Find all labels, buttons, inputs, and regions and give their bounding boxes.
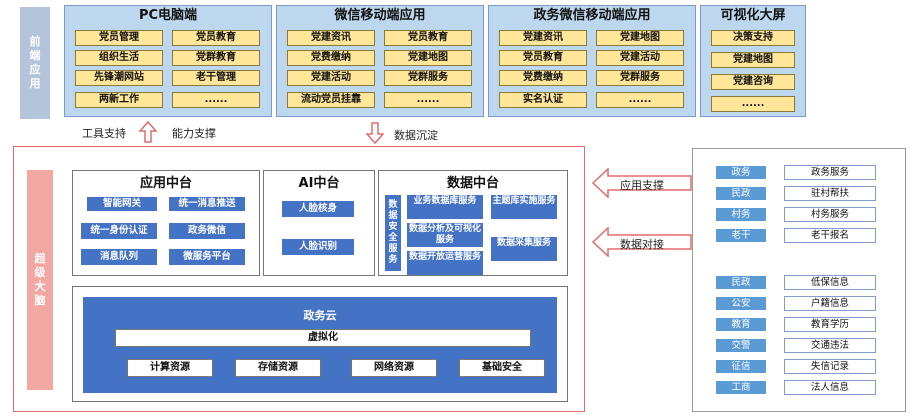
pc-item[interactable]: 两新工作: [75, 92, 163, 108]
left-arrow-icon: [592, 168, 692, 198]
up-arrow-icon: [139, 121, 157, 143]
gov-wechat-item[interactable]: 党建地图: [596, 30, 684, 46]
cloud-title: 政务云: [303, 309, 337, 322]
app-center-box: 应用中台 智能网关 统一消息推送 统一身份认证 政务微信 消息队列 微服务平台: [72, 170, 260, 276]
pc-panel: PC电脑端 党员管理 党员教育 组织生活 党群教育 先锋潮网站 老干管理 两新工…: [64, 5, 272, 117]
pc-item[interactable]: ......: [172, 92, 260, 108]
service-tag[interactable]: 老干: [716, 229, 766, 242]
wechat-item[interactable]: 党费缴纳: [287, 50, 375, 66]
data-tag[interactable]: 工商: [716, 381, 766, 394]
viz-panel: 可视化大屏 决策支持 党建地图 党建咨询 ......: [700, 5, 806, 117]
gov-wechat-item[interactable]: 党建活动: [596, 50, 684, 66]
service-value[interactable]: 政务服务: [784, 165, 876, 180]
app-center-item[interactable]: 消息队列: [81, 249, 157, 265]
super-brain-frame: [13, 146, 585, 412]
data-center-item[interactable]: 数据采集服务: [491, 237, 557, 261]
pc-item[interactable]: 先锋潮网站: [75, 70, 163, 86]
cloud-panel: 政务云 虚拟化 计算资源 存储资源 网络资源 基础安全: [83, 297, 557, 393]
gov-wechat-title: 政务微信移动端应用: [533, 8, 651, 23]
data-tag[interactable]: 民政: [716, 276, 766, 289]
down-arrow-icon: [366, 122, 384, 144]
data-deposit-label: 数据沉淀: [394, 129, 438, 142]
data-tag[interactable]: 教育: [716, 318, 766, 331]
gov-wechat-item[interactable]: 党建资讯: [499, 30, 587, 46]
wechat-panel: 微信移动端应用 党建资讯 党员教育 党费缴纳 党建地图 党建活动 党群服务 流动…: [276, 5, 484, 117]
wechat-item[interactable]: 党建活动: [287, 70, 375, 86]
data-value[interactable]: 法人信息: [784, 380, 876, 395]
wechat-item[interactable]: 党群服务: [384, 70, 472, 86]
wechat-item[interactable]: ......: [384, 92, 472, 108]
viz-item[interactable]: 党建地图: [711, 52, 795, 68]
front-app-label-text: 前端应用: [29, 35, 41, 90]
data-center-title: 数据中台: [446, 176, 499, 191]
service-value[interactable]: 老干报名: [784, 228, 876, 243]
data-center-box: 数据中台 数据安全服务 业务数据库服务 主题库实施服务 数据分析及可视化服务 数…: [378, 170, 568, 276]
app-center-item[interactable]: 智能网关: [87, 197, 157, 211]
app-support-label: 应用支撑: [620, 179, 664, 192]
service-tag[interactable]: 民政: [716, 187, 766, 200]
wechat-item[interactable]: 党建资讯: [287, 30, 375, 46]
pc-title: PC电脑端: [138, 8, 198, 23]
viz-item[interactable]: 决策支持: [711, 30, 795, 46]
data-center-item[interactable]: 数据分析及可视化服务: [407, 223, 483, 247]
cloud-outer: 政务云 虚拟化 计算资源 存储资源 网络资源 基础安全: [72, 286, 568, 402]
gov-wechat-item[interactable]: 党群服务: [596, 70, 684, 86]
resource-item[interactable]: 存储资源: [235, 359, 321, 377]
pc-item[interactable]: 党员管理: [75, 30, 163, 46]
app-center-item[interactable]: 统一身份认证: [81, 223, 157, 239]
data-value[interactable]: 交通违法: [784, 338, 876, 353]
data-security-service[interactable]: 数据安全服务: [385, 195, 401, 271]
pc-item[interactable]: 党群教育: [172, 50, 260, 66]
virtualization-bar[interactable]: 虚拟化: [115, 329, 531, 347]
wechat-title: 微信移动端应用: [334, 8, 426, 23]
viz-item[interactable]: 党建咨询: [711, 74, 795, 90]
app-center-item[interactable]: 微服务平台: [169, 249, 245, 265]
data-connect-label: 数据对接: [620, 238, 664, 251]
resource-item[interactable]: 基础安全: [459, 359, 545, 377]
data-center-item[interactable]: 数据开放运营服务: [407, 251, 483, 275]
pc-item[interactable]: 党员教育: [172, 30, 260, 46]
gov-wechat-item[interactable]: 党费缴纳: [499, 70, 587, 86]
app-center-item[interactable]: 政务微信: [169, 223, 245, 239]
service-value[interactable]: 驻村帮扶: [784, 186, 876, 201]
data-security-service-text: 数据安全服务: [388, 200, 398, 265]
super-brain-label: 超级大脑: [27, 170, 53, 390]
pc-item[interactable]: 老干管理: [172, 70, 260, 86]
data-center-item[interactable]: 主题库实施服务: [491, 195, 557, 219]
gov-wechat-item[interactable]: ......: [596, 92, 684, 108]
pc-item[interactable]: 组织生活: [75, 50, 163, 66]
ai-center-item[interactable]: 人脸识别: [282, 239, 354, 255]
viz-title: 可视化大屏: [720, 8, 786, 23]
data-value[interactable]: 教育学历: [784, 317, 876, 332]
data-center-item[interactable]: 业务数据库服务: [407, 195, 483, 219]
wechat-item[interactable]: 流动党员挂靠: [287, 92, 375, 108]
wechat-item[interactable]: 党员教育: [384, 30, 472, 46]
viz-item[interactable]: ......: [711, 96, 795, 112]
data-tag[interactable]: 公安: [716, 297, 766, 310]
ai-center-item[interactable]: 人脸核身: [282, 201, 354, 217]
data-value[interactable]: 失信记录: [784, 359, 876, 374]
wechat-item[interactable]: 党建地图: [384, 50, 472, 66]
gov-wechat-item[interactable]: 实名认证: [499, 92, 587, 108]
ai-center-title: AI中台: [298, 176, 340, 191]
gov-wechat-panel: 政务微信移动端应用 党建资讯 党建地图 党员教育 党建活动 党费缴纳 党群服务 …: [488, 5, 696, 117]
data-tag[interactable]: 征信: [716, 360, 766, 373]
data-value[interactable]: 户籍信息: [784, 296, 876, 311]
gov-wechat-item[interactable]: 党员教育: [499, 50, 587, 66]
service-tag[interactable]: 政务: [716, 166, 766, 179]
front-app-label: 前端应用: [20, 7, 50, 119]
super-brain-label-text: 超级大脑: [34, 252, 46, 307]
resource-item[interactable]: 网络资源: [351, 359, 437, 377]
app-center-item[interactable]: 统一消息推送: [169, 197, 245, 211]
capability-support-label: 能力支撑: [172, 127, 216, 140]
resource-item[interactable]: 计算资源: [127, 359, 213, 377]
tool-support-label: 工具支持: [82, 127, 126, 140]
ai-center-box: AI中台 人脸核身 人脸识别: [263, 170, 375, 276]
service-tag[interactable]: 村务: [716, 208, 766, 221]
app-center-title: 应用中台: [139, 176, 192, 191]
data-value[interactable]: 低保信息: [784, 275, 876, 290]
service-value[interactable]: 村务服务: [784, 207, 876, 222]
left-arrow-icon: [592, 227, 692, 257]
data-tag[interactable]: 交警: [716, 339, 766, 352]
